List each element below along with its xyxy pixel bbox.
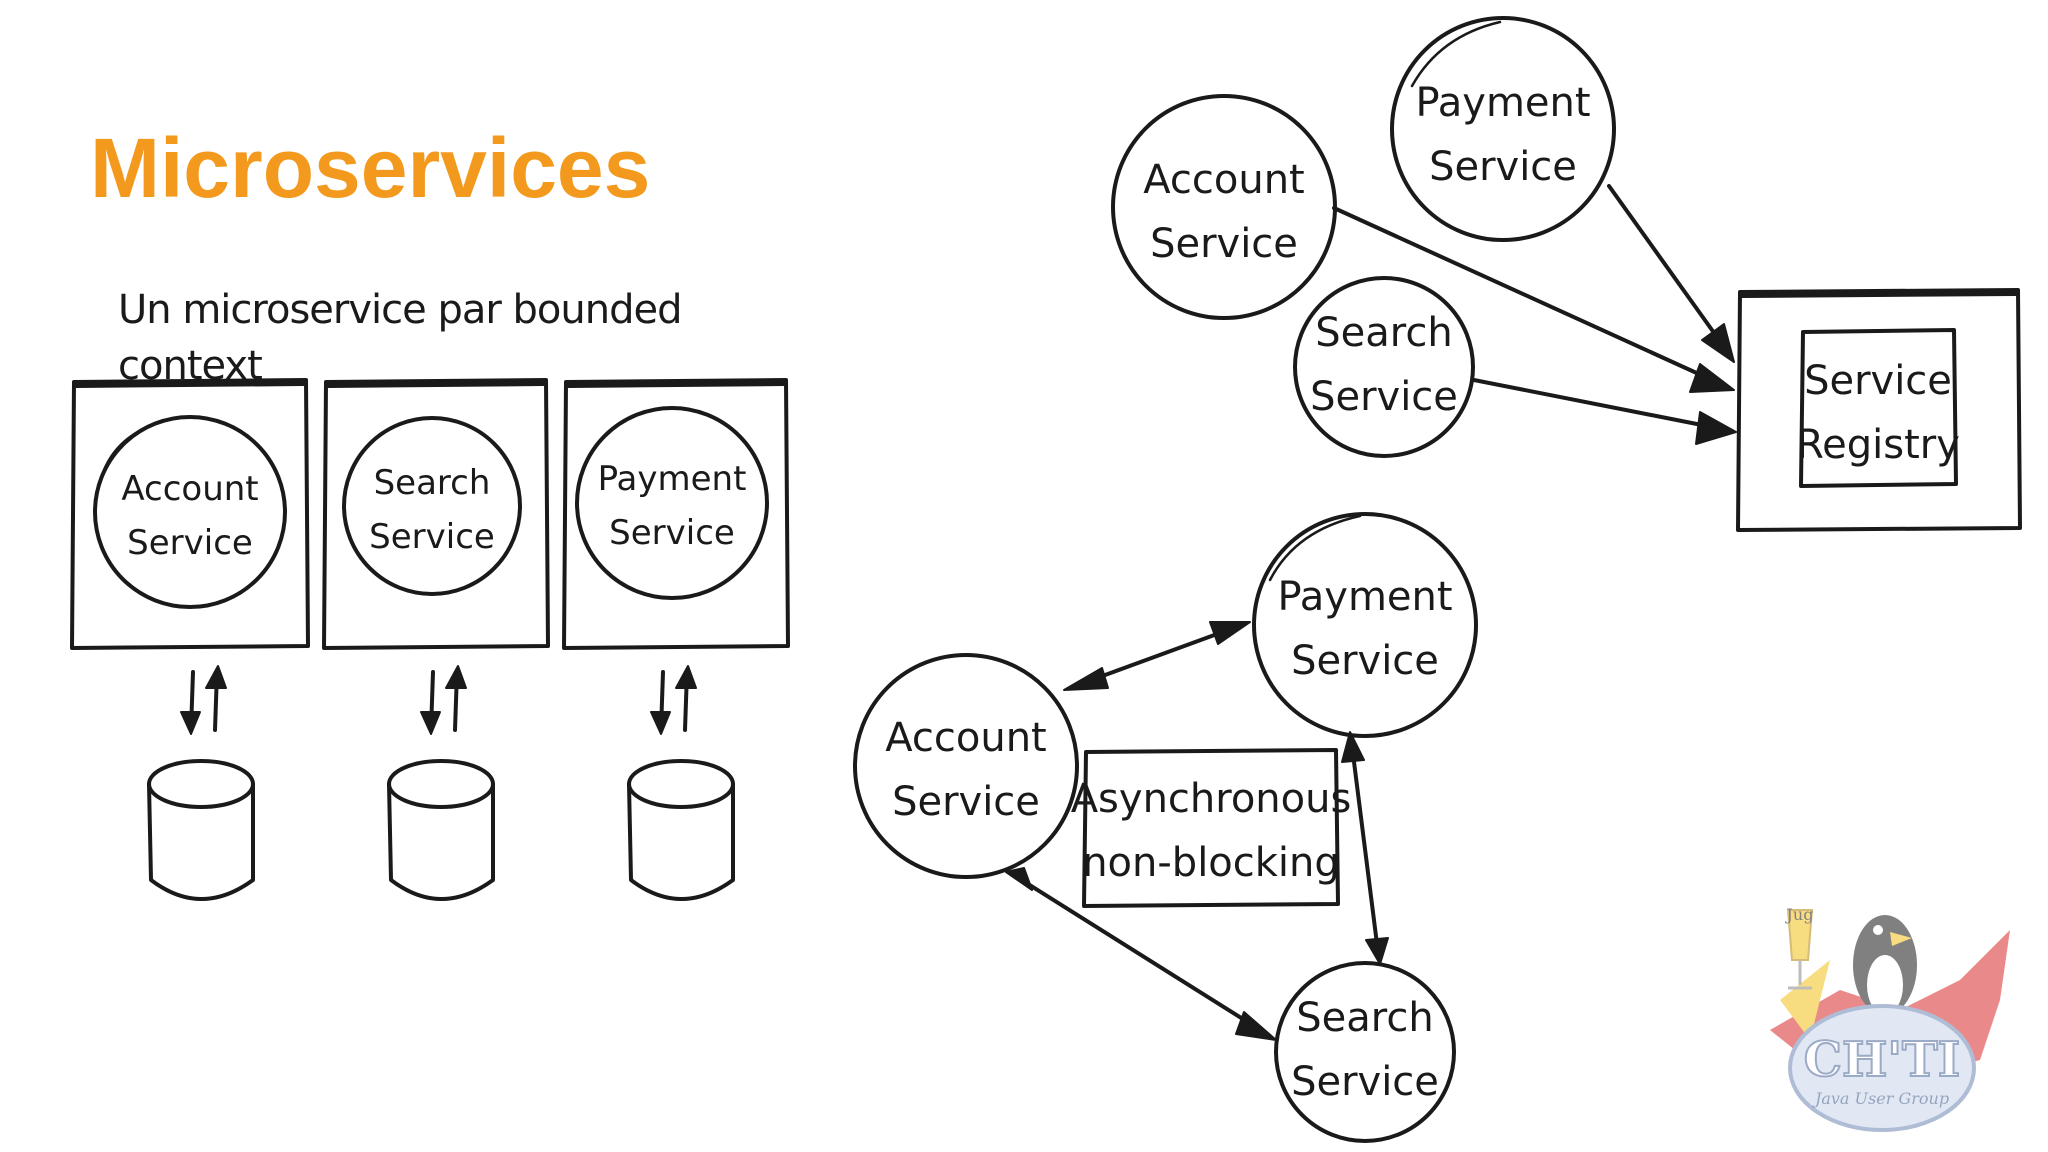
db-arrow-pair-search <box>420 665 467 735</box>
arrow-account-to-registry <box>1332 206 1735 393</box>
registry-search-label-2: Service <box>1310 374 1458 420</box>
db-arrow-pair-account <box>180 665 227 735</box>
async-payment-label-2: Service <box>1291 638 1439 684</box>
context-payment-label-2: Service <box>609 513 735 553</box>
beer-glass-icon <box>1786 909 1814 990</box>
registry-account-label-1: Account <box>1143 157 1305 203</box>
service-registry-label-1: Service <box>1804 358 1952 404</box>
arrow-account-search <box>1005 867 1277 1041</box>
service-registry-box: Service Registry <box>1736 288 2022 532</box>
async-account-service: Account Service <box>853 653 1079 879</box>
async-account-label-1: Account <box>885 715 1047 761</box>
bounded-context-payment: Payment Service <box>562 378 790 650</box>
db-arrow-pair-payment <box>650 665 697 735</box>
arrow-account-payment <box>1063 621 1251 691</box>
async-payment-service: Payment Service <box>1252 512 1478 738</box>
registry-payment-label-2: Service <box>1429 144 1577 190</box>
async-note-label-2: non-blocking <box>1082 840 1340 886</box>
db-arrows <box>180 665 697 735</box>
service-registry-group: Payment Service Account Service Search S… <box>1111 16 2022 532</box>
registry-payment-label-1: Payment <box>1415 80 1590 126</box>
bounded-context-search: Search Service <box>322 378 550 650</box>
registry-search-label-1: Search <box>1315 310 1452 356</box>
database-icons <box>147 759 735 901</box>
async-search-service: Search Service <box>1274 961 1456 1143</box>
chti-jug-logo: Jug CH'TI Java User Group <box>1770 905 2010 1132</box>
async-note-label-1: Asynchronous <box>1071 776 1352 822</box>
arrow-search-to-registry <box>1472 378 1737 445</box>
async-search-label-2: Service <box>1291 1059 1439 1105</box>
context-account-label-2: Service <box>127 523 253 563</box>
async-arrows <box>1005 621 1389 1041</box>
penguin-mascot-icon <box>1853 915 1917 1015</box>
arrow-payment-to-registry <box>1607 184 1735 363</box>
arrow-payment-search <box>1341 731 1389 965</box>
context-account-label-1: Account <box>121 469 258 509</box>
registry-search-service: Search Service <box>1293 276 1475 458</box>
service-registry-label-2: Registry <box>1796 422 1960 468</box>
database-icon <box>387 759 495 901</box>
logo-title: CH'TI <box>1804 1032 1960 1088</box>
slide-title: Microservices <box>90 121 651 215</box>
registry-payment-service: Payment Service <box>1390 16 1616 242</box>
async-account-label-2: Service <box>892 779 1040 825</box>
slide-subtitle: Un microservice par bounded context <box>118 287 682 389</box>
async-payment-label-1: Payment <box>1277 574 1452 620</box>
bounded-context-account: Account Service <box>70 378 310 650</box>
async-communication-group: Payment Service Account Service Search S… <box>853 512 1478 1143</box>
bounded-context-group: Account Service Search Service Payment S… <box>70 378 790 901</box>
registry-account-label-2: Service <box>1150 221 1298 267</box>
context-search-label-2: Service <box>369 517 495 557</box>
async-note-box: Asynchronous non-blocking <box>1071 748 1352 908</box>
async-search-label-1: Search <box>1296 995 1433 1041</box>
registry-arrows <box>1332 184 1737 445</box>
logo-badge-text: Jug <box>1785 905 1814 924</box>
registry-account-service: Account Service <box>1111 94 1337 320</box>
database-icon <box>627 759 735 901</box>
logo-subtitle: Java User Group <box>1812 1089 1949 1108</box>
database-icon <box>147 759 255 901</box>
context-search-label-1: Search <box>374 463 491 503</box>
context-payment-label-1: Payment <box>598 459 747 499</box>
